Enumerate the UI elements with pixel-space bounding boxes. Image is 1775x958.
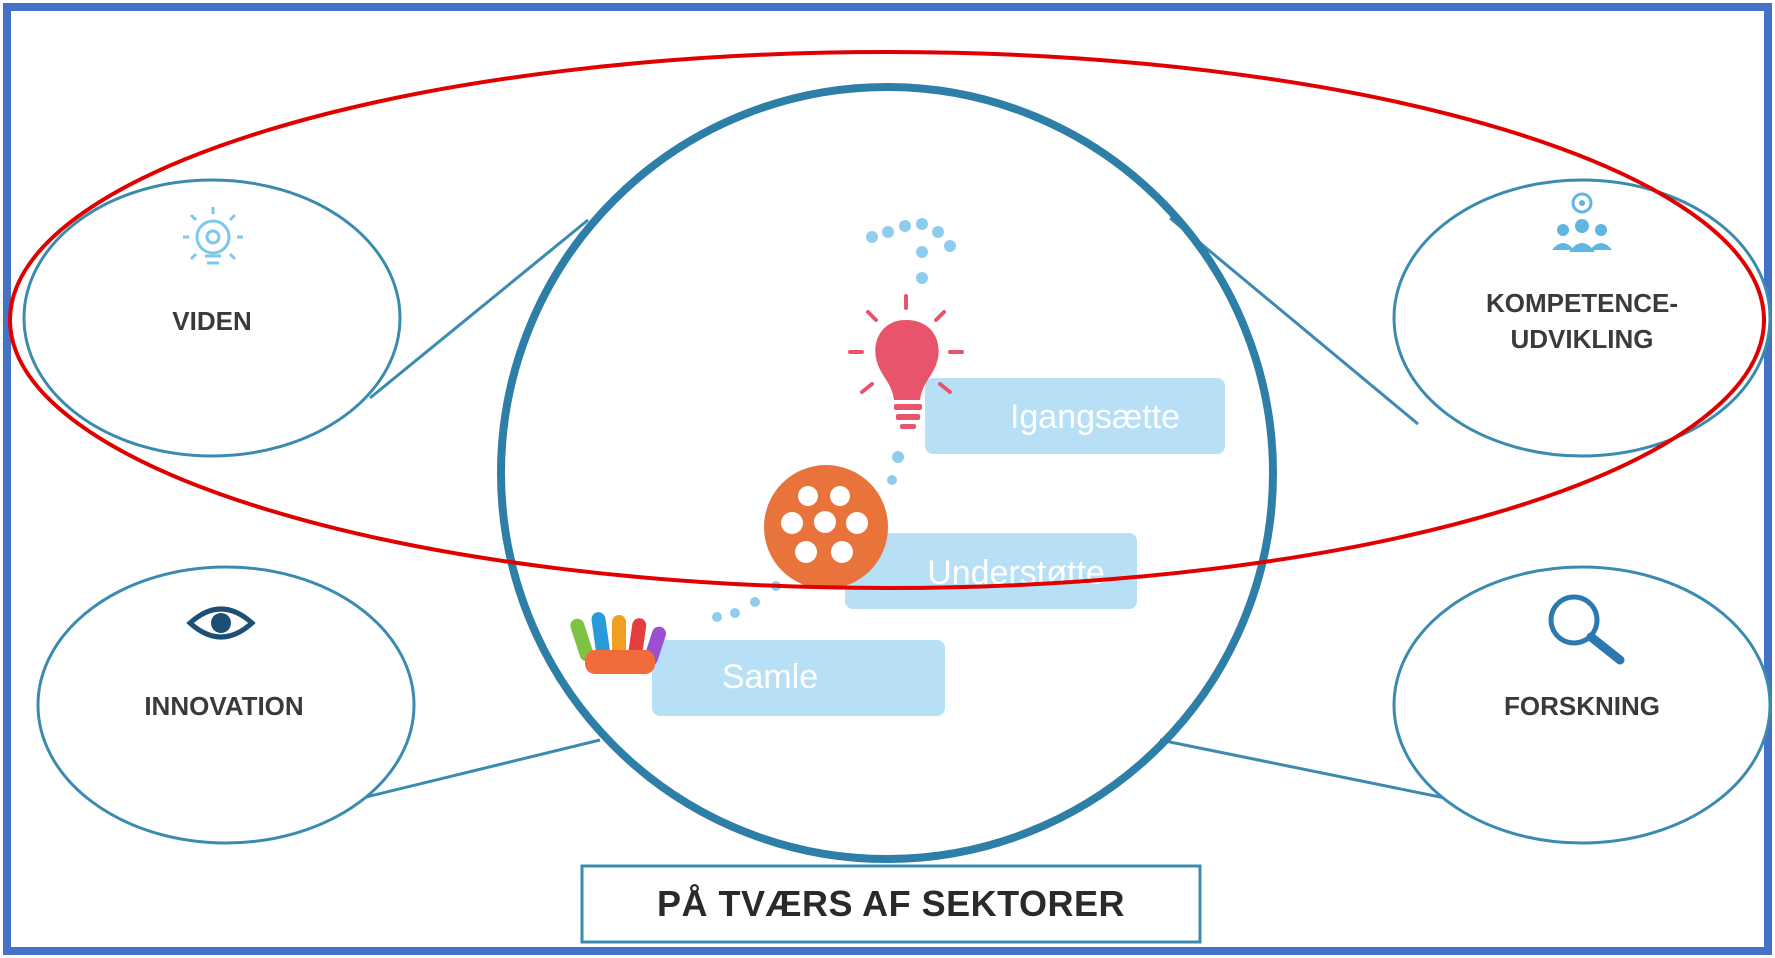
step-box-samle: [652, 640, 945, 716]
colorful-hands-icon: [570, 612, 667, 674]
footer-label: PÅ TVÆRS AF SEKTORER: [657, 883, 1125, 924]
node-label-forskning: FORSKNING: [1504, 691, 1660, 721]
node-label-kompetence-line2: UDVIKLING: [1511, 324, 1654, 354]
footer-box: [580, 864, 1202, 944]
step-box-understotte: [845, 533, 1137, 609]
connector-lines: [361, 216, 1446, 800]
step-box-igangsaette: [925, 378, 1225, 454]
node-viden: [22, 178, 402, 458]
connector-viden: [369, 218, 589, 400]
step-label-samle: Samle: [722, 658, 818, 696]
connector-kompetence: [1169, 216, 1419, 426]
outer-frame: [3, 3, 1772, 955]
central-circle: [497, 83, 1277, 863]
dotted-path: [712, 218, 956, 622]
node-kompetence: [1392, 178, 1772, 458]
node-innovation: [36, 565, 416, 845]
magnifier-icon: [1548, 594, 1625, 665]
node-forskning: [1392, 565, 1772, 845]
node-label-kompetence-line1: KOMPETENCE-: [1486, 288, 1678, 318]
red-lightbulb-icon: [848, 294, 964, 429]
highlight-ellipse: [8, 50, 1766, 590]
connector-forskning: [1159, 738, 1446, 800]
orange-crowd-icon: [764, 465, 888, 589]
people-network-icon: [1552, 192, 1612, 252]
step-label-igangsaette: Igangsætte: [1010, 398, 1180, 436]
lightbulb-icon: [183, 207, 243, 265]
node-label-viden: VIDEN: [172, 306, 251, 336]
connector-innovation: [361, 738, 601, 800]
eye-icon: [186, 606, 256, 640]
node-label-innovation: INNOVATION: [144, 691, 303, 721]
